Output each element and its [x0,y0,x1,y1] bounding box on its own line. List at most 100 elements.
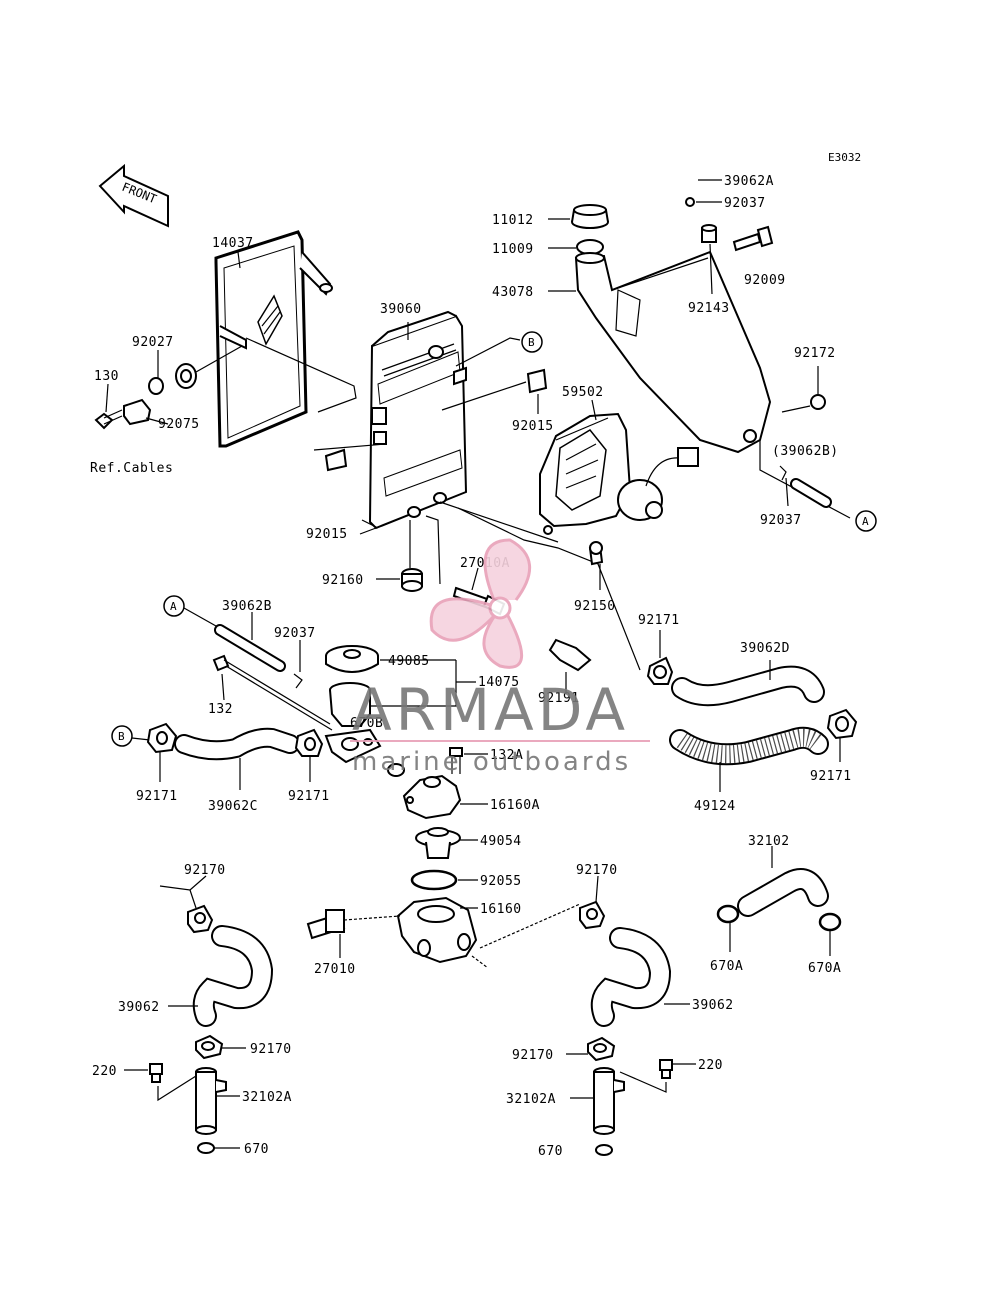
label-670A-b: 670A [808,961,841,976]
label-49124: 49124 [694,799,736,814]
bracket-upper [453,366,467,386]
clamp-92171-c [294,728,324,757]
label-220-b: 220 [698,1058,723,1073]
diagram-code: E3032 [828,151,861,164]
hose-92191 [548,638,592,672]
cooling-fan [539,412,699,535]
label-670B: 670B [350,716,383,731]
front-arrow-icon: FRONT [98,163,169,228]
bracket-92015-lower [324,448,348,472]
label-27010: 27010 [314,962,356,977]
o-ring-670A-b [818,912,842,932]
label-43078: 43078 [492,285,534,300]
overflow-hose [591,168,696,199]
label-92170-c: 92170 [250,1042,292,1057]
svg-text:B: B [118,730,125,743]
clamp-92170-b [579,900,606,930]
label-32102A-b: 32102A [506,1092,556,1107]
o-ring-670-left [197,1142,215,1154]
label-11012: 11012 [492,213,534,228]
filler-cap-49085 [325,645,379,673]
radiator-cap [571,204,609,229]
label-39062-a: 39062 [118,1000,160,1015]
filler-neck-14075 [324,682,382,764]
svg-text:A: A [170,600,177,613]
label-92171-b: 92171 [136,789,178,804]
thermostat-cover [402,774,462,820]
label-39060: 39060 [380,302,422,317]
label-92037-right: 92037 [760,513,802,528]
callout-a-left: A [163,595,185,617]
bolt-92150 [588,541,604,566]
hose-32102 [737,868,829,917]
grommet-92027 [148,345,243,395]
label-92037-mid: 92037 [274,626,316,641]
label-92172: 92172 [794,346,836,361]
label-92143: 92143 [688,301,730,316]
label-39062D: 39062D [740,641,790,656]
label-32102A-a: 32102A [242,1090,292,1105]
svg-text:B: B [528,336,535,349]
label-670A-a: 670A [710,959,743,974]
label-92009: 92009 [744,273,786,288]
label-92171-a: 92171 [638,613,680,628]
label-132: 132 [208,702,233,717]
label-92015-a: 92015 [512,419,554,434]
bolt-220-left [149,1063,163,1083]
temp-sensor-27010 [306,909,401,940]
ref-cables: Ref.Cables [90,461,173,476]
pipe-32102A-left [195,1067,227,1135]
label-39062C: 39062C [208,799,258,814]
o-ring-92055 [410,869,458,891]
watermark-brand: ARMADA [352,676,629,744]
label-92015-b: 92015 [306,527,348,542]
clamp-92171-a [646,656,674,685]
label-92170-b: 92170 [576,863,618,878]
o-ring-670-right [595,1144,613,1156]
bracket-92015 [526,368,548,394]
label-92160: 92160 [322,573,364,588]
leader-lines [245,337,851,671]
label-92150: 92150 [574,599,616,614]
label-670-a: 670 [244,1142,269,1157]
label-39062A: 39062A [724,174,774,189]
callout-a-right: A [855,510,877,532]
radiator-guard [214,230,333,448]
callout-b-left: B [111,725,133,747]
clamp-92171-b [146,722,178,754]
label-92191: 92191 [538,691,580,706]
label-14037: 14037 [212,236,254,251]
label-14075: 14075 [478,675,520,690]
label-11009: 11009 [492,242,534,257]
label-49085: 49085 [388,654,430,669]
label-92055: 92055 [480,874,522,889]
watermark: ARMADA marine outboards [350,538,650,777]
spacer-92160 [401,568,423,592]
label-92037-top: 92037 [724,196,766,211]
label-130: 130 [94,369,119,384]
label-32102: 32102 [748,834,790,849]
clamp-92170-a [187,904,214,934]
clamp-92170-c [195,1034,224,1060]
o-ring-670A-a [716,904,740,924]
collar-92143 [701,224,717,243]
label-670-b: 670 [538,1144,563,1159]
label-92075: 92075 [158,417,200,432]
label-59502: 59502 [562,385,604,400]
callout-b-upper: B [521,331,543,353]
hose-49124-corrugated [669,726,829,766]
label-92171-d: 92171 [810,769,852,784]
hose-39062B-right [790,478,832,508]
bolt-132A [449,747,463,774]
label-16160A: 16160A [490,798,540,813]
label-39062B-paren: (39062B) [772,444,839,459]
bolt-130 [94,409,123,430]
thermostat-49054 [415,827,461,859]
hose-39062B [214,624,286,672]
label-92170-a: 92170 [184,863,226,878]
bolt-92172 [781,394,826,413]
hose-39062-left [192,925,274,1027]
label-220-a: 220 [92,1064,117,1079]
radiator [361,310,468,530]
